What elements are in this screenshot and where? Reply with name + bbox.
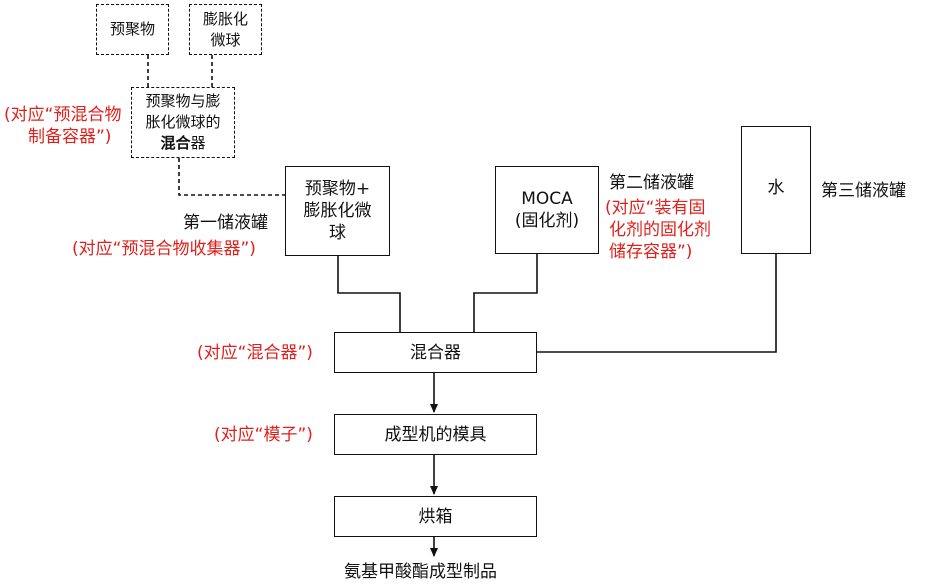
tank2-name: 第二储液罐 bbox=[609, 173, 694, 193]
tank1-box: 预聚物+ 膨胀化微 球 bbox=[285, 166, 390, 256]
premix-vessel-box: 预聚物与膨 胀化微球的 混合器 bbox=[131, 87, 235, 158]
tank2-note-1: (对应“装有固 bbox=[605, 198, 706, 218]
oven-text: 烘箱 bbox=[418, 506, 453, 527]
tank1-name: 第一储液罐 bbox=[183, 213, 268, 233]
mold-note: (对应“模子”) bbox=[214, 425, 313, 445]
premix-vessel-text-4: 器 bbox=[190, 134, 206, 152]
microsphere-text-2: 微球 bbox=[210, 30, 241, 49]
tank3-text: 水 bbox=[767, 178, 785, 198]
premix-vessel-text-1: 预聚物与膨 bbox=[145, 92, 221, 110]
mold-box: 成型机的模具 bbox=[334, 414, 537, 455]
tank2-note-2: 化剂的固化剂 bbox=[609, 220, 711, 240]
tank1-text-2: 膨胀化微 bbox=[303, 201, 372, 221]
tank2-text-2: (固化剂) bbox=[514, 211, 580, 231]
mixer-note: (对应“混合器”) bbox=[197, 343, 313, 363]
mold-text: 成型机的模具 bbox=[384, 424, 487, 445]
microsphere-text-1: 膨胀化 bbox=[202, 9, 248, 28]
tank3-name: 第三储液罐 bbox=[821, 181, 906, 201]
tank2-note: (对应“装有固 化剂的固化剂 储存容器”) bbox=[605, 197, 711, 263]
link-premix-to-tank1 bbox=[178, 158, 285, 196]
premix-vessel-text-2: 胀化微球的 bbox=[145, 113, 221, 131]
mixer-text: 混合器 bbox=[410, 342, 461, 363]
premix-vessel-note: (对应“预混合物 制备容器”) bbox=[4, 104, 121, 148]
product-label: 氨基甲酸酯成型制品 bbox=[344, 562, 497, 582]
microsphere-box: 膨胀化 微球 bbox=[189, 4, 262, 55]
prepolymer-box: 预聚物 bbox=[96, 4, 169, 55]
tank3-box: 水 bbox=[741, 126, 811, 254]
link-tank2-to-mixer bbox=[473, 254, 538, 332]
tank1-text-1: 预聚物+ bbox=[304, 179, 371, 199]
tank1-note: (对应“预混合物收集器”) bbox=[72, 239, 256, 259]
oven-box: 烘箱 bbox=[334, 496, 537, 537]
premix-vessel-note-2: 制备容器”) bbox=[28, 127, 112, 147]
mixer-box: 混合器 bbox=[334, 332, 537, 373]
link-tank3-to-mixer bbox=[537, 254, 777, 353]
premix-vessel-text-3: 混合 bbox=[160, 134, 191, 152]
prepolymer-text: 预聚物 bbox=[109, 20, 155, 38]
tank2-box: MOCA (固化剂) bbox=[495, 166, 599, 254]
tank2-text-1: MOCA bbox=[521, 189, 573, 209]
tank1-text-3: 球 bbox=[329, 223, 346, 243]
tank2-note-3: 储存容器”) bbox=[609, 242, 693, 262]
link-tank1-to-mixer bbox=[337, 256, 401, 332]
premix-vessel-note-1: (对应“预混合物 bbox=[4, 105, 122, 125]
